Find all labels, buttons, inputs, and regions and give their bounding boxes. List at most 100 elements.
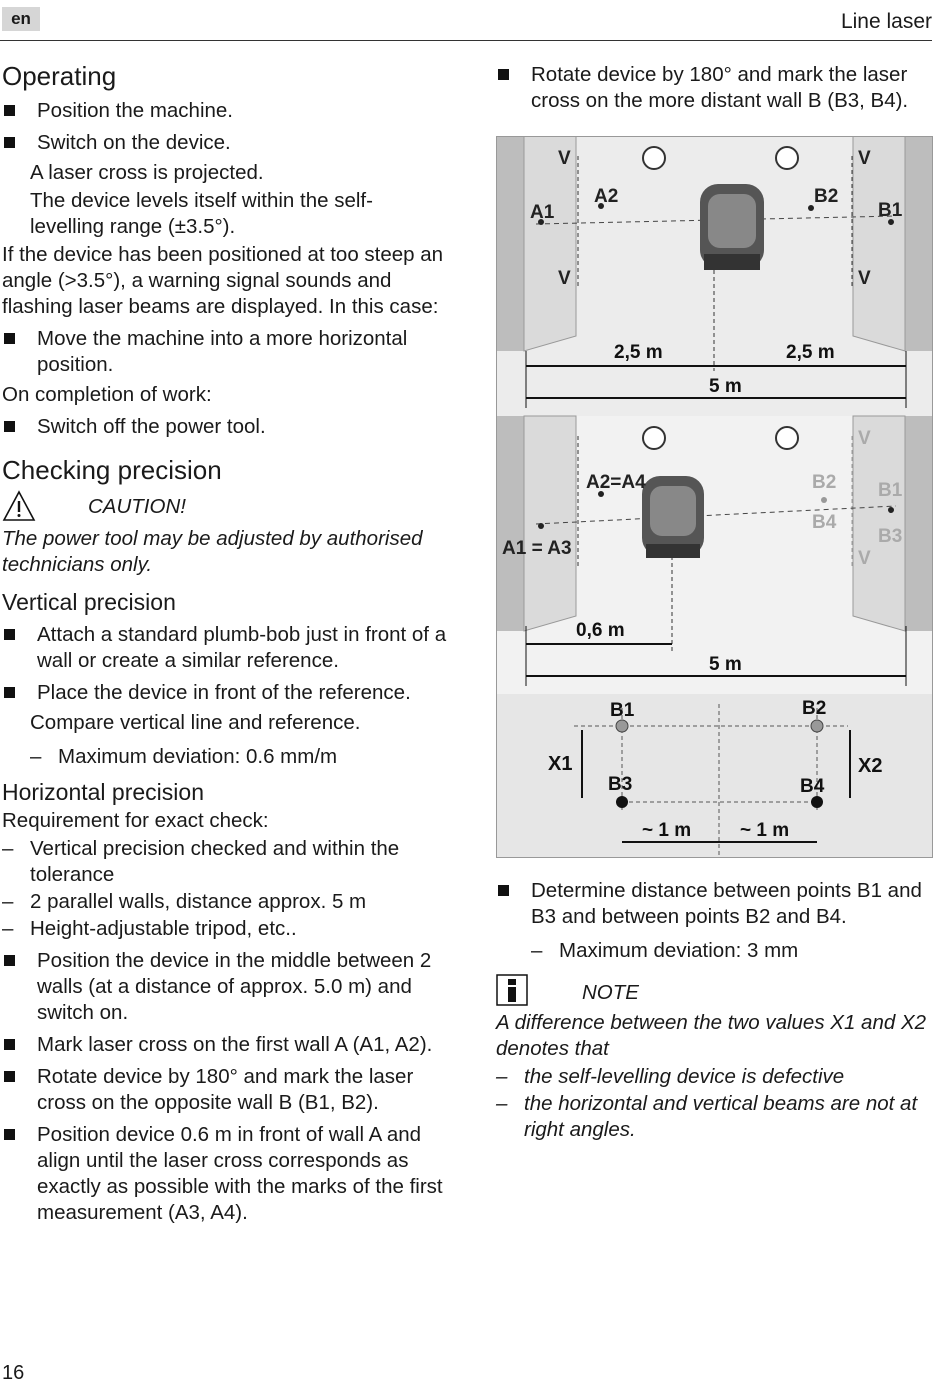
laser-device-icon [642,476,704,558]
dash-item-text: Maximum deviation: 3 mm [559,939,799,962]
list-item: Switch on the device. [2,130,447,156]
caution-text: The power tool may be adjusted by author… [2,527,423,576]
list-item-text: Rotate device by 180° and mark the laser… [37,1065,414,1114]
dash-item-text: Maximum deviation: 0.6 mm/m [58,745,338,768]
vertical-precision-heading: Vertical precision [2,589,176,615]
bullet-square-icon [4,333,15,344]
dash-item: –Height-adjustable tripod, etc.. [2,917,297,940]
note-label: NOTE [582,981,639,1004]
label-b2: B2 [802,698,826,719]
diagram-panel-3: B1 B2 B3 B4 X1 X2 ~ 1 m ~ 1 m [496,694,933,858]
dash-item-text: Height-adjustable tripod, etc.. [30,917,297,940]
label-v: V [858,428,871,449]
dimension-label: 0,6 m [576,620,625,641]
dimension-label: ~ 1 m [642,820,691,841]
bullet-square-icon [4,687,15,698]
label-v: V [558,148,571,169]
label-v: V [858,268,871,289]
dash-item-text: the self-levelling device is defective [524,1065,845,1088]
bullet-square-icon [4,1039,15,1050]
list-item-text: Mark laser cross on the first wall A (A1… [37,1033,433,1056]
list-item-text: Attach a standard plumb-bob just in fron… [37,623,447,672]
bullet-square-icon [4,421,15,432]
label-a2: A2 [594,186,618,207]
diagram-panel-2: V V A2=A4 A1 = A3 B2 B4 B1 B3 0,6 m 5 m [496,415,933,694]
dash-item-text: the horizontal and vertical beams are no… [524,1092,918,1141]
dimension-label: 5 m [709,654,742,675]
label-b4: B4 [812,512,837,533]
bullet-square-icon [4,955,15,966]
label-v: V [858,548,871,569]
list-item: Position the device in the middle betwee… [2,948,447,1026]
list-item: Determine distance between points B1 and… [496,878,932,930]
header-divider [0,40,932,41]
horizontal-precision-heading: Horizontal precision [2,779,204,805]
list-item-text: Determine distance between points B1 and… [531,879,922,928]
dimension-label: 5 m [709,376,742,397]
label-x1: X1 [548,753,572,775]
warning-triangle-icon [2,490,36,521]
label-a2-a4: A2=A4 [586,472,646,493]
page-number: 16 [2,1362,25,1384]
note-text: A difference between the two values X1 a… [496,1011,927,1060]
dash-item-text: 2 parallel walls, distance approx. 5 m [30,890,367,913]
bullet-square-icon [4,629,15,640]
list-item: Switch off the power tool. [2,414,447,440]
label-a1-a3: A1 = A3 [502,538,572,559]
label-b3: B3 [608,774,632,795]
label-v: V [558,268,571,289]
caution-label: CAUTION! [88,495,186,518]
precision-diagram: V V V V A1 A2 B2 B1 2,5 m 2,5 m 5 m [496,136,933,858]
list-item: Position device 0.6 m in front of wall A… [2,1122,447,1226]
dash-item: –the horizontal and vertical beams are n… [496,1092,918,1141]
dash-item: –the self-levelling device is defective [496,1065,845,1088]
paragraph: On completion of work: [2,383,212,406]
dash-item: –Maximum deviation: 0.6 mm/m [30,745,338,768]
result-text: The device levels itself within the self… [30,189,373,238]
label-b1: B1 [610,700,635,721]
right-column-lower: Determine distance between points B1 and… [496,872,932,1144]
list-item: Move the machine into a more horizontal … [2,326,447,378]
list-item-text: Rotate device by 180° and mark the laser… [531,63,909,112]
list-item-text: Position the device in the middle betwee… [37,949,432,1024]
result-text: A laser cross is projected. [30,161,264,184]
laser-device-icon [700,184,764,270]
bullet-square-icon [4,105,15,116]
label-b2: B2 [812,472,836,493]
label-b4: B4 [800,776,825,797]
list-item: Attach a standard plumb-bob just in fron… [2,622,447,674]
list-item-text: Switch off the power tool. [37,415,266,438]
label-a1: A1 [530,202,555,223]
list-item: Mark laser cross on the first wall A (A1… [2,1032,447,1058]
list-item: Rotate device by 180° and mark the laser… [2,1064,447,1116]
label-b1: B1 [878,200,903,221]
right-column: Rotate device by 180° and mark the laser… [496,60,932,118]
list-item-text: Switch on the device. [37,131,231,154]
bullet-square-icon [4,1129,15,1140]
dash-item-text: Vertical precision checked and within th… [30,837,400,886]
list-item: Position the machine. [2,98,447,124]
paragraph: If the device has been positioned at too… [2,243,444,318]
list-item-text: Position device 0.6 m in front of wall A… [37,1123,443,1224]
diagram-panel-1: V V V V A1 A2 B2 B1 2,5 m 2,5 m 5 m [496,136,933,416]
bullet-square-icon [4,1071,15,1082]
paragraph: Requirement for exact check: [2,809,269,832]
label-b3: B3 [878,526,902,547]
dimension-label: 2,5 m [614,342,663,363]
left-column: Operating Position the machine. Switch o… [2,60,447,1230]
list-item-text: Place the device in front of the referen… [37,681,411,704]
bullet-square-icon [4,137,15,148]
dash-item: –Maximum deviation: 3 mm [531,939,799,962]
dimension-label: ~ 1 m [740,820,789,841]
info-icon [496,974,528,1006]
bullet-square-icon [498,885,509,896]
dimension-label: 2,5 m [786,342,835,363]
list-item-text: Move the machine into a more horizontal … [37,327,408,376]
language-badge: en [2,7,40,31]
note-box: NOTE [496,974,932,1008]
label-b1: B1 [878,480,903,501]
label-b2: B2 [814,186,838,207]
caution-box: CAUTION! [2,490,447,524]
label-v: V [858,148,871,169]
list-item: Place the device in front of the referen… [2,680,447,706]
